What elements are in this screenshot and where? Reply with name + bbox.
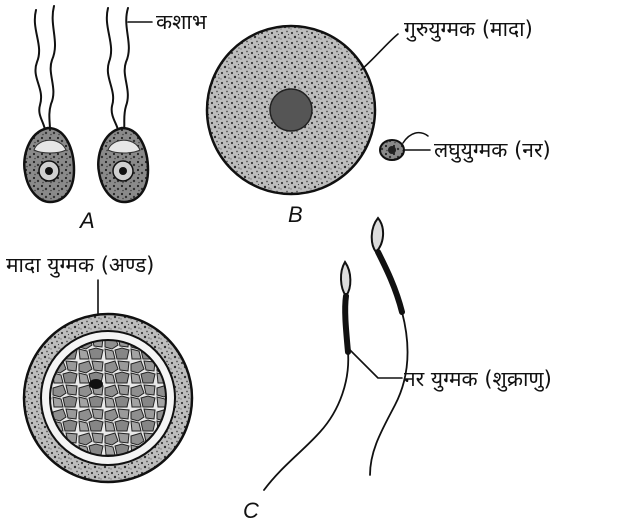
panel-c-letter: C — [243, 498, 259, 523]
panel-c: मादा युग्मक (अण्ड) नर युग्मक (शुक्राणु) … — [6, 218, 552, 523]
panel-b-letter: B — [288, 202, 303, 227]
isogamete-right — [98, 128, 148, 202]
panel-a: कशाभ A — [24, 6, 208, 233]
microgamete-label: लघुयुग्मक (नर) — [434, 138, 551, 163]
female-gamete-label: मादा युग्मक (अण्ड) — [6, 253, 154, 278]
panel-a-letter: A — [78, 208, 95, 233]
ovum-nucleus — [89, 379, 103, 389]
flagellum — [107, 8, 118, 130]
macrogamete-leader-line — [361, 34, 398, 70]
flagellum — [124, 8, 129, 130]
isogamete-left — [24, 128, 74, 202]
sperm-left — [264, 262, 350, 490]
male-gamete-leader-line — [350, 350, 402, 378]
macrogamete-label: गुरुयुग्मक (मादा) — [404, 17, 533, 42]
flagellum — [35, 10, 45, 130]
macrogamete-nucleus — [270, 89, 312, 131]
microgamete — [380, 133, 428, 160]
ovum — [24, 314, 192, 482]
panel-b: गुरुयुग्मक (मादा) लघुयुग्मक (नर) B — [207, 17, 551, 227]
flagella-label: कशाभ — [156, 10, 208, 34]
sperm-right — [370, 218, 408, 475]
male-gamete-label: नर युग्मक (शुक्राणु) — [404, 367, 552, 392]
flagellum — [49, 6, 55, 130]
